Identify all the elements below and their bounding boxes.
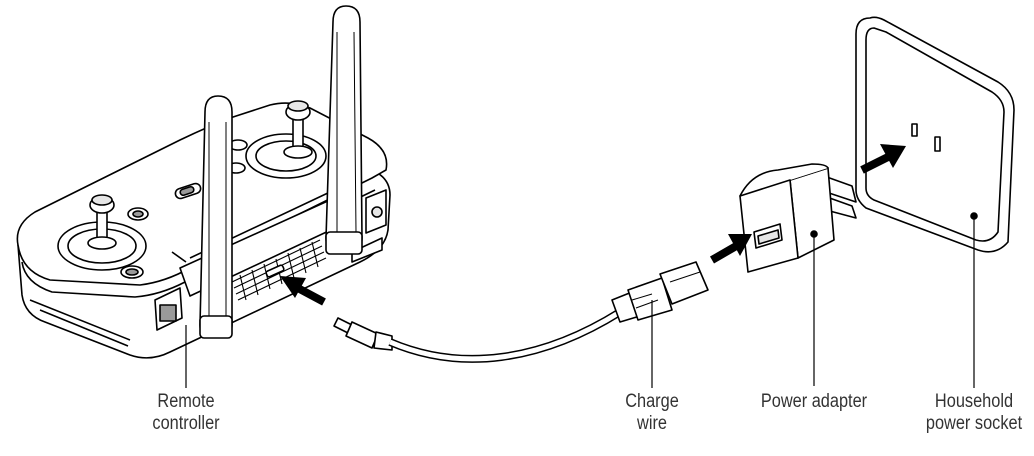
label-remote-controller-line-1: Remote (157, 391, 215, 412)
insert-arrows (280, 144, 906, 306)
arrow-to-wall-socket (860, 151, 894, 174)
arrow-to-adapter-port (710, 241, 740, 264)
label-power-adapter-line-1: Power adapter (760, 391, 868, 412)
label-household-power-socket: Household power socket (915, 391, 1034, 435)
label-charge-wire: Charge wire (600, 391, 703, 435)
label-power-adapter: Power adapter (745, 391, 883, 413)
household-power-socket (855, 16, 1015, 253)
label-household-power-socket-line-2: power socket (925, 413, 1023, 434)
label-household-power-socket-line-1: Household (934, 391, 1014, 412)
leader-lines (185, 218, 975, 388)
label-remote-controller: Remote controller (126, 391, 246, 435)
label-charge-wire-line-1: Charge (625, 391, 679, 412)
power-adapter (739, 163, 857, 273)
remote-controller (16, 5, 391, 359)
label-charge-wire-line-2: wire (637, 413, 667, 434)
charge-wire (333, 261, 709, 363)
label-remote-controller-line-2: controller (152, 413, 220, 434)
